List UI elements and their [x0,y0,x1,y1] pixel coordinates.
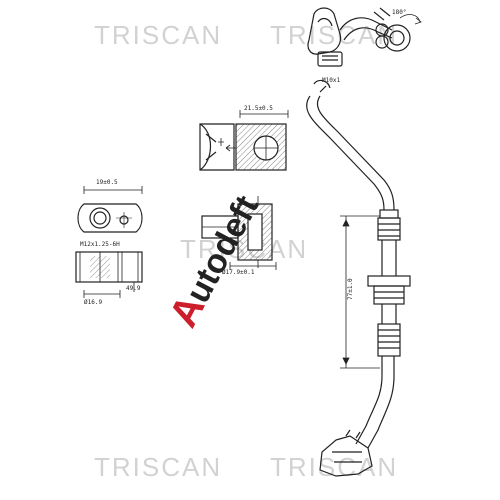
watermark-top-right: TRISCAN [270,20,399,50]
length-dimension [340,215,380,369]
section-detail-top [199,110,289,171]
nut-detail-left [75,186,143,298]
autodeft-logo: A utodeft [161,189,266,334]
section-detail-middle [201,196,277,270]
angle-label: 180° [392,9,406,16]
left-thread-label: M12x1.25-6H [80,241,120,248]
watermark-bottom-right: TRISCAN [270,452,399,482]
left-dia-label: Ø16.9 [84,299,102,306]
watermark-top-left: TRISCAN [94,20,223,50]
left-width-label: 19±0.5 [96,179,118,186]
mid-dia-label: Ø17.9±0.1 [222,269,255,276]
top-width-label: 21.5±0.5 [244,105,273,112]
watermark-bottom-left: TRISCAN [94,452,223,482]
small-dim-label: 49.9 [126,285,141,292]
brake-hose-assembly [306,7,422,477]
length-label: 77±1.0 [347,278,354,300]
m10-label: M10x1 [322,77,340,84]
